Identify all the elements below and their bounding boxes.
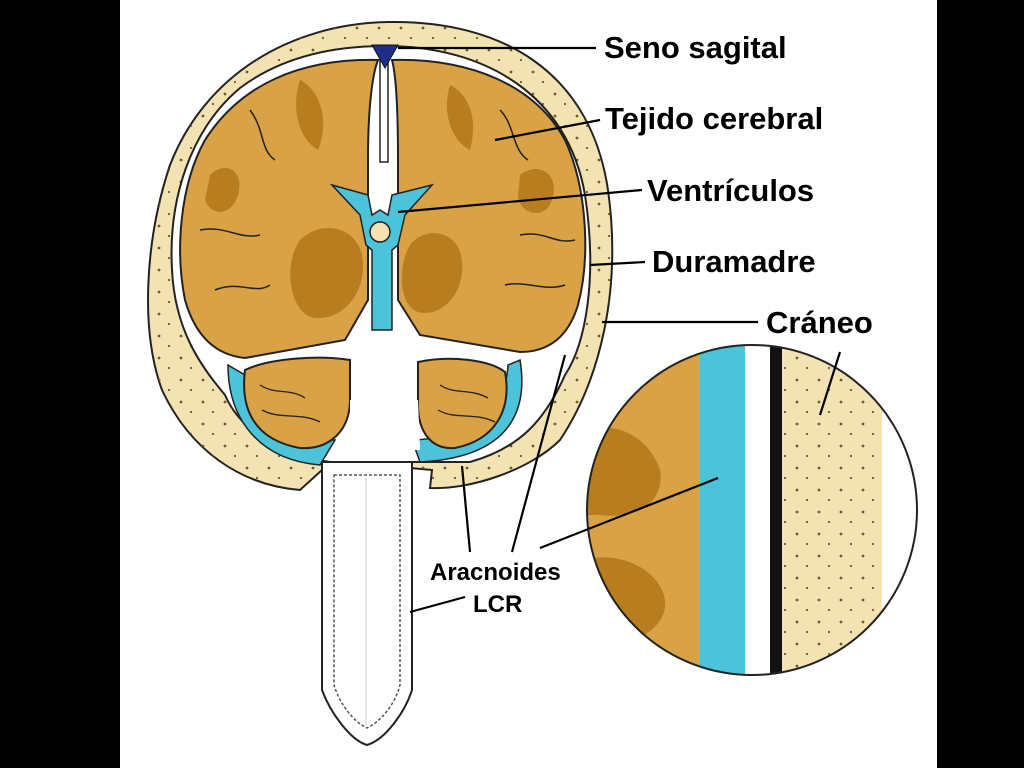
label-sinus: Seno sagital	[604, 30, 787, 65]
label-ventricles: Ventrículos	[647, 173, 814, 208]
label-skull: Cráneo	[766, 305, 873, 340]
label-csf: LCR	[473, 591, 522, 618]
longitudinal-fissure	[379, 54, 389, 163]
cerebellum	[243, 356, 508, 450]
label-arachnoid: Aracnoides	[430, 559, 561, 586]
spinal-canal	[321, 461, 413, 747]
brainstem-space	[350, 400, 420, 450]
ventricles	[329, 183, 435, 331]
leader-lines	[397, 46, 842, 614]
label-dura: Duramadre	[652, 244, 816, 279]
label-brain: Tejido cerebral	[605, 101, 823, 136]
magnified-view	[586, 344, 918, 676]
third-ventricle	[369, 221, 391, 243]
sagittal-sinus	[371, 44, 399, 70]
